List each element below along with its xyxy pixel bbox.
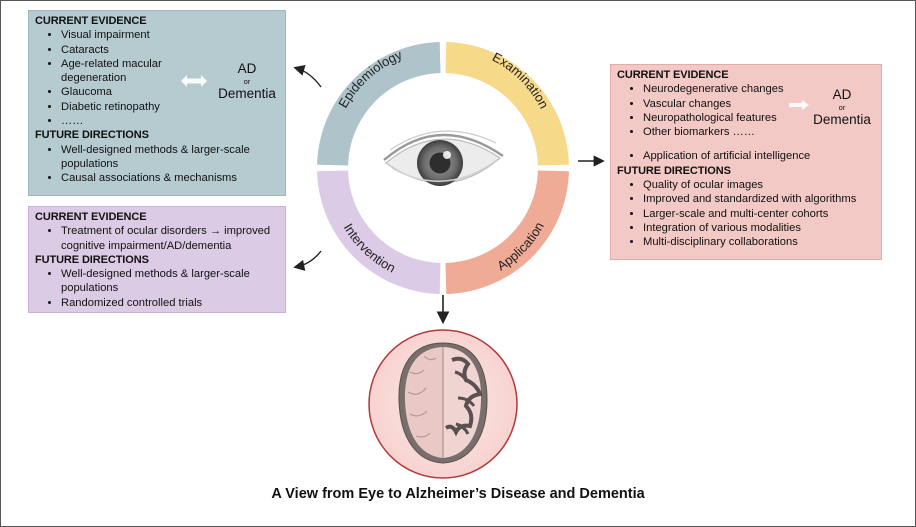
list-item: Cataracts <box>61 43 211 57</box>
epi-future-list: Well-designed methods & larger-scale pop… <box>35 143 271 186</box>
list-item: Diabetic retinopathy <box>61 100 211 114</box>
list-item: Glaucoma <box>61 85 211 99</box>
epi-current-list: Visual impairment Cataracts Age-related … <box>35 28 211 128</box>
examination-segment <box>445 42 569 166</box>
app-current-heading: CURRENT EVIDENCE <box>617 69 729 81</box>
eye-icon <box>383 130 504 186</box>
list-item: Visual impairment <box>61 28 211 42</box>
intervention-segment <box>317 170 441 294</box>
list-item: Vascular changes <box>643 97 813 111</box>
list-item: Treatment of ocular disorders → improved… <box>61 224 286 253</box>
app-current-list: Neurodegenerative changes Vascular chang… <box>617 82 813 139</box>
list-item: Larger-scale and multi-center cohorts <box>643 207 875 221</box>
application-segment <box>445 170 569 294</box>
double-arrow-icon <box>181 75 207 87</box>
epidemiology-segment <box>317 42 441 166</box>
app-future-list: Quality of ocular images Improved and st… <box>617 178 875 249</box>
epi-current-heading: CURRENT EVIDENCE <box>35 15 147 27</box>
int-current-heading: CURRENT EVIDENCE <box>35 211 147 223</box>
brain-icon <box>368 329 518 479</box>
arrow-to-epidemiology-box <box>293 64 322 88</box>
int-future-list: Well-designed methods & larger-scale pop… <box>35 267 271 310</box>
list-item: Randomized controlled trials <box>61 296 271 310</box>
list-item: Causal associations & mechanisms <box>61 171 271 185</box>
right-arrow-icon <box>789 100 809 110</box>
list-item: Neurodegenerative changes <box>643 82 813 96</box>
list-item: Age-related macular degeneration <box>61 57 211 86</box>
epidemiology-evidence-box: CURRENT EVIDENCE Visual impairment Catar… <box>28 10 286 196</box>
list-item: Quality of ocular images <box>643 178 875 192</box>
app-ai-list: Application of artificial intelligence <box>617 149 875 163</box>
ad-or-dementia-label: AD or Dementia <box>218 61 276 101</box>
epi-future-heading: FUTURE DIRECTIONS <box>35 129 149 142</box>
list-item: …… <box>61 114 211 128</box>
list-item: Neuropathological features <box>643 111 813 125</box>
list-item: Well-designed methods & larger-scale pop… <box>61 267 271 296</box>
application-evidence-box: CURRENT EVIDENCE Neurodegenerative chang… <box>610 64 882 260</box>
intervention-evidence-box: CURRENT EVIDENCE Treatment of ocular dis… <box>28 206 286 313</box>
list-item: Application of artificial intelligence <box>643 149 875 163</box>
figure-title: A View from Eye to Alzheimer’s Disease a… <box>271 486 645 502</box>
arrow-to-intervention-box <box>293 250 322 271</box>
list-item: Well-designed methods & larger-scale pop… <box>61 143 271 172</box>
list-item: Improved and standardized with algorithm… <box>643 192 875 206</box>
int-current-list: Treatment of ocular disorders → improved… <box>35 224 286 253</box>
list-item: Integration of various modalities <box>643 221 875 235</box>
list-item: Other biomarkers …… <box>643 125 813 139</box>
app-future-heading: FUTURE DIRECTIONS <box>617 164 731 177</box>
ad-or-dementia-label: AD or Dementia <box>813 87 871 127</box>
list-item: Multi-disciplinary collaborations <box>643 235 875 249</box>
int-future-heading: FUTURE DIRECTIONS <box>35 253 149 266</box>
